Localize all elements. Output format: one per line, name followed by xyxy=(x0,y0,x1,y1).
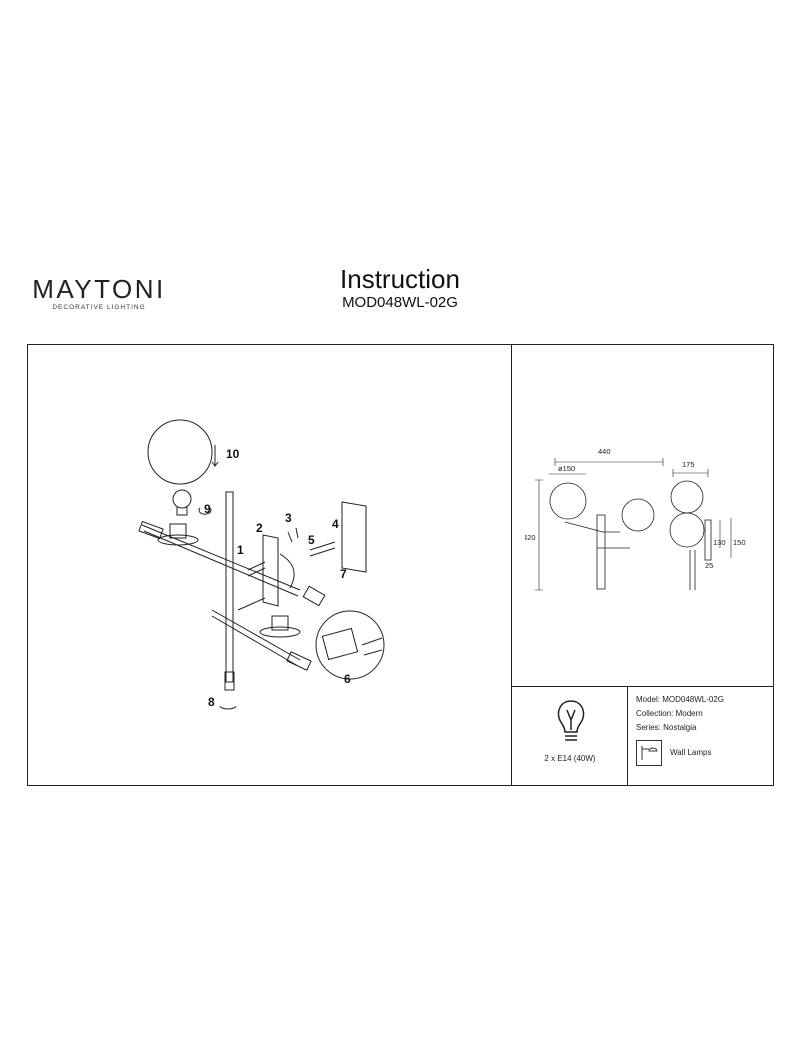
instruction-frame xyxy=(27,344,774,786)
front-globe-right xyxy=(621,498,655,532)
wiring-detail-circle xyxy=(315,610,385,680)
spec-series: Series: Nostalgia xyxy=(636,723,697,732)
assembly-diagram: 1 2 3 4 5 6 7 8 9 10 xyxy=(138,419,385,710)
spec-divider xyxy=(627,686,628,786)
step-label: 3 xyxy=(285,511,292,525)
bulb-specification: 2 x E14 (40W) xyxy=(544,754,596,763)
dim-height: 420 xyxy=(525,533,536,542)
side-globe-bottom xyxy=(669,512,705,548)
step-label: 7 xyxy=(340,567,347,581)
dim-diameter: ø150 xyxy=(558,464,575,473)
light-bulb-icon xyxy=(557,700,585,741)
step-label: 10 xyxy=(226,447,240,461)
bottom-arm xyxy=(211,609,301,667)
category-label: Wall Lamps xyxy=(670,748,712,757)
step-label: 9 xyxy=(204,502,211,516)
wall-plate xyxy=(341,501,367,573)
step-label: 5 xyxy=(308,533,315,547)
side-globe-top xyxy=(670,480,704,514)
dim-width: 440 xyxy=(598,447,611,456)
step-label: 6 xyxy=(344,672,351,686)
step-label: 8 xyxy=(208,695,215,709)
glass-globe xyxy=(147,419,213,485)
brand-tagline: DECORATIVE LIGHTING xyxy=(52,304,146,311)
page-title: Instruction xyxy=(340,264,460,294)
top-holder xyxy=(157,534,199,546)
step-label: 2 xyxy=(256,521,263,535)
bulb-shape xyxy=(172,489,192,509)
dim-plate-height-outer: 150 xyxy=(733,538,746,547)
wall-lamp-icon xyxy=(636,740,662,766)
step-label: 4 xyxy=(332,517,339,531)
dim-plate-height-inner: 130 xyxy=(713,538,726,547)
spec-model: Model: MOD048WL-02G xyxy=(636,695,725,704)
frame-divider-horizontal xyxy=(511,686,774,687)
mount-plate xyxy=(262,534,279,607)
model-number: MOD048WL-02G xyxy=(342,294,458,311)
brand-name: MAYTONI xyxy=(32,274,166,304)
brand-logo: MAYTONI DECORATIVE LIGHTING xyxy=(24,276,174,311)
page-header: Instruction MOD048WL-02G xyxy=(300,264,500,312)
frame-divider-vertical xyxy=(511,344,512,786)
step-label: 1 xyxy=(237,543,244,557)
dim-plate-width: 25 xyxy=(705,561,713,570)
dimension-drawing: 440 ø150 175 420 130 150 25 xyxy=(525,447,746,591)
terminal-block xyxy=(302,585,326,607)
dim-depth: 175 xyxy=(682,460,695,469)
front-globe-left xyxy=(549,482,587,520)
vertical-rod xyxy=(225,491,234,683)
spec-collection: Collection: Modern xyxy=(636,709,703,718)
bottom-holder xyxy=(259,626,301,638)
